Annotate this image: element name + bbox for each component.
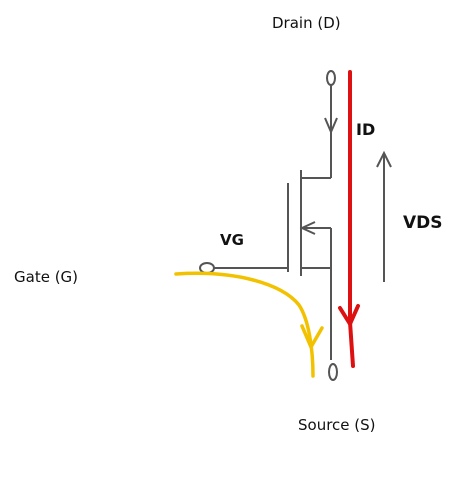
gate-label: Gate (G) [14,268,79,286]
vg-label: VG [220,231,244,249]
source-label: Source (S) [298,416,376,434]
vds-arrowhead [376,150,392,168]
vds-label: VDS [403,213,443,233]
gate-current-path-arrowhead [300,324,324,349]
source-terminal [328,363,338,381]
id-label: ID [356,120,376,139]
drain-current-arrowhead [324,117,338,135]
gate-terminal [199,262,215,274]
gate-current-path [174,271,315,378]
drain-label: Drain (D) [272,14,341,32]
drain-current-path-arrowhead [338,304,360,326]
drain-terminal [326,70,336,86]
